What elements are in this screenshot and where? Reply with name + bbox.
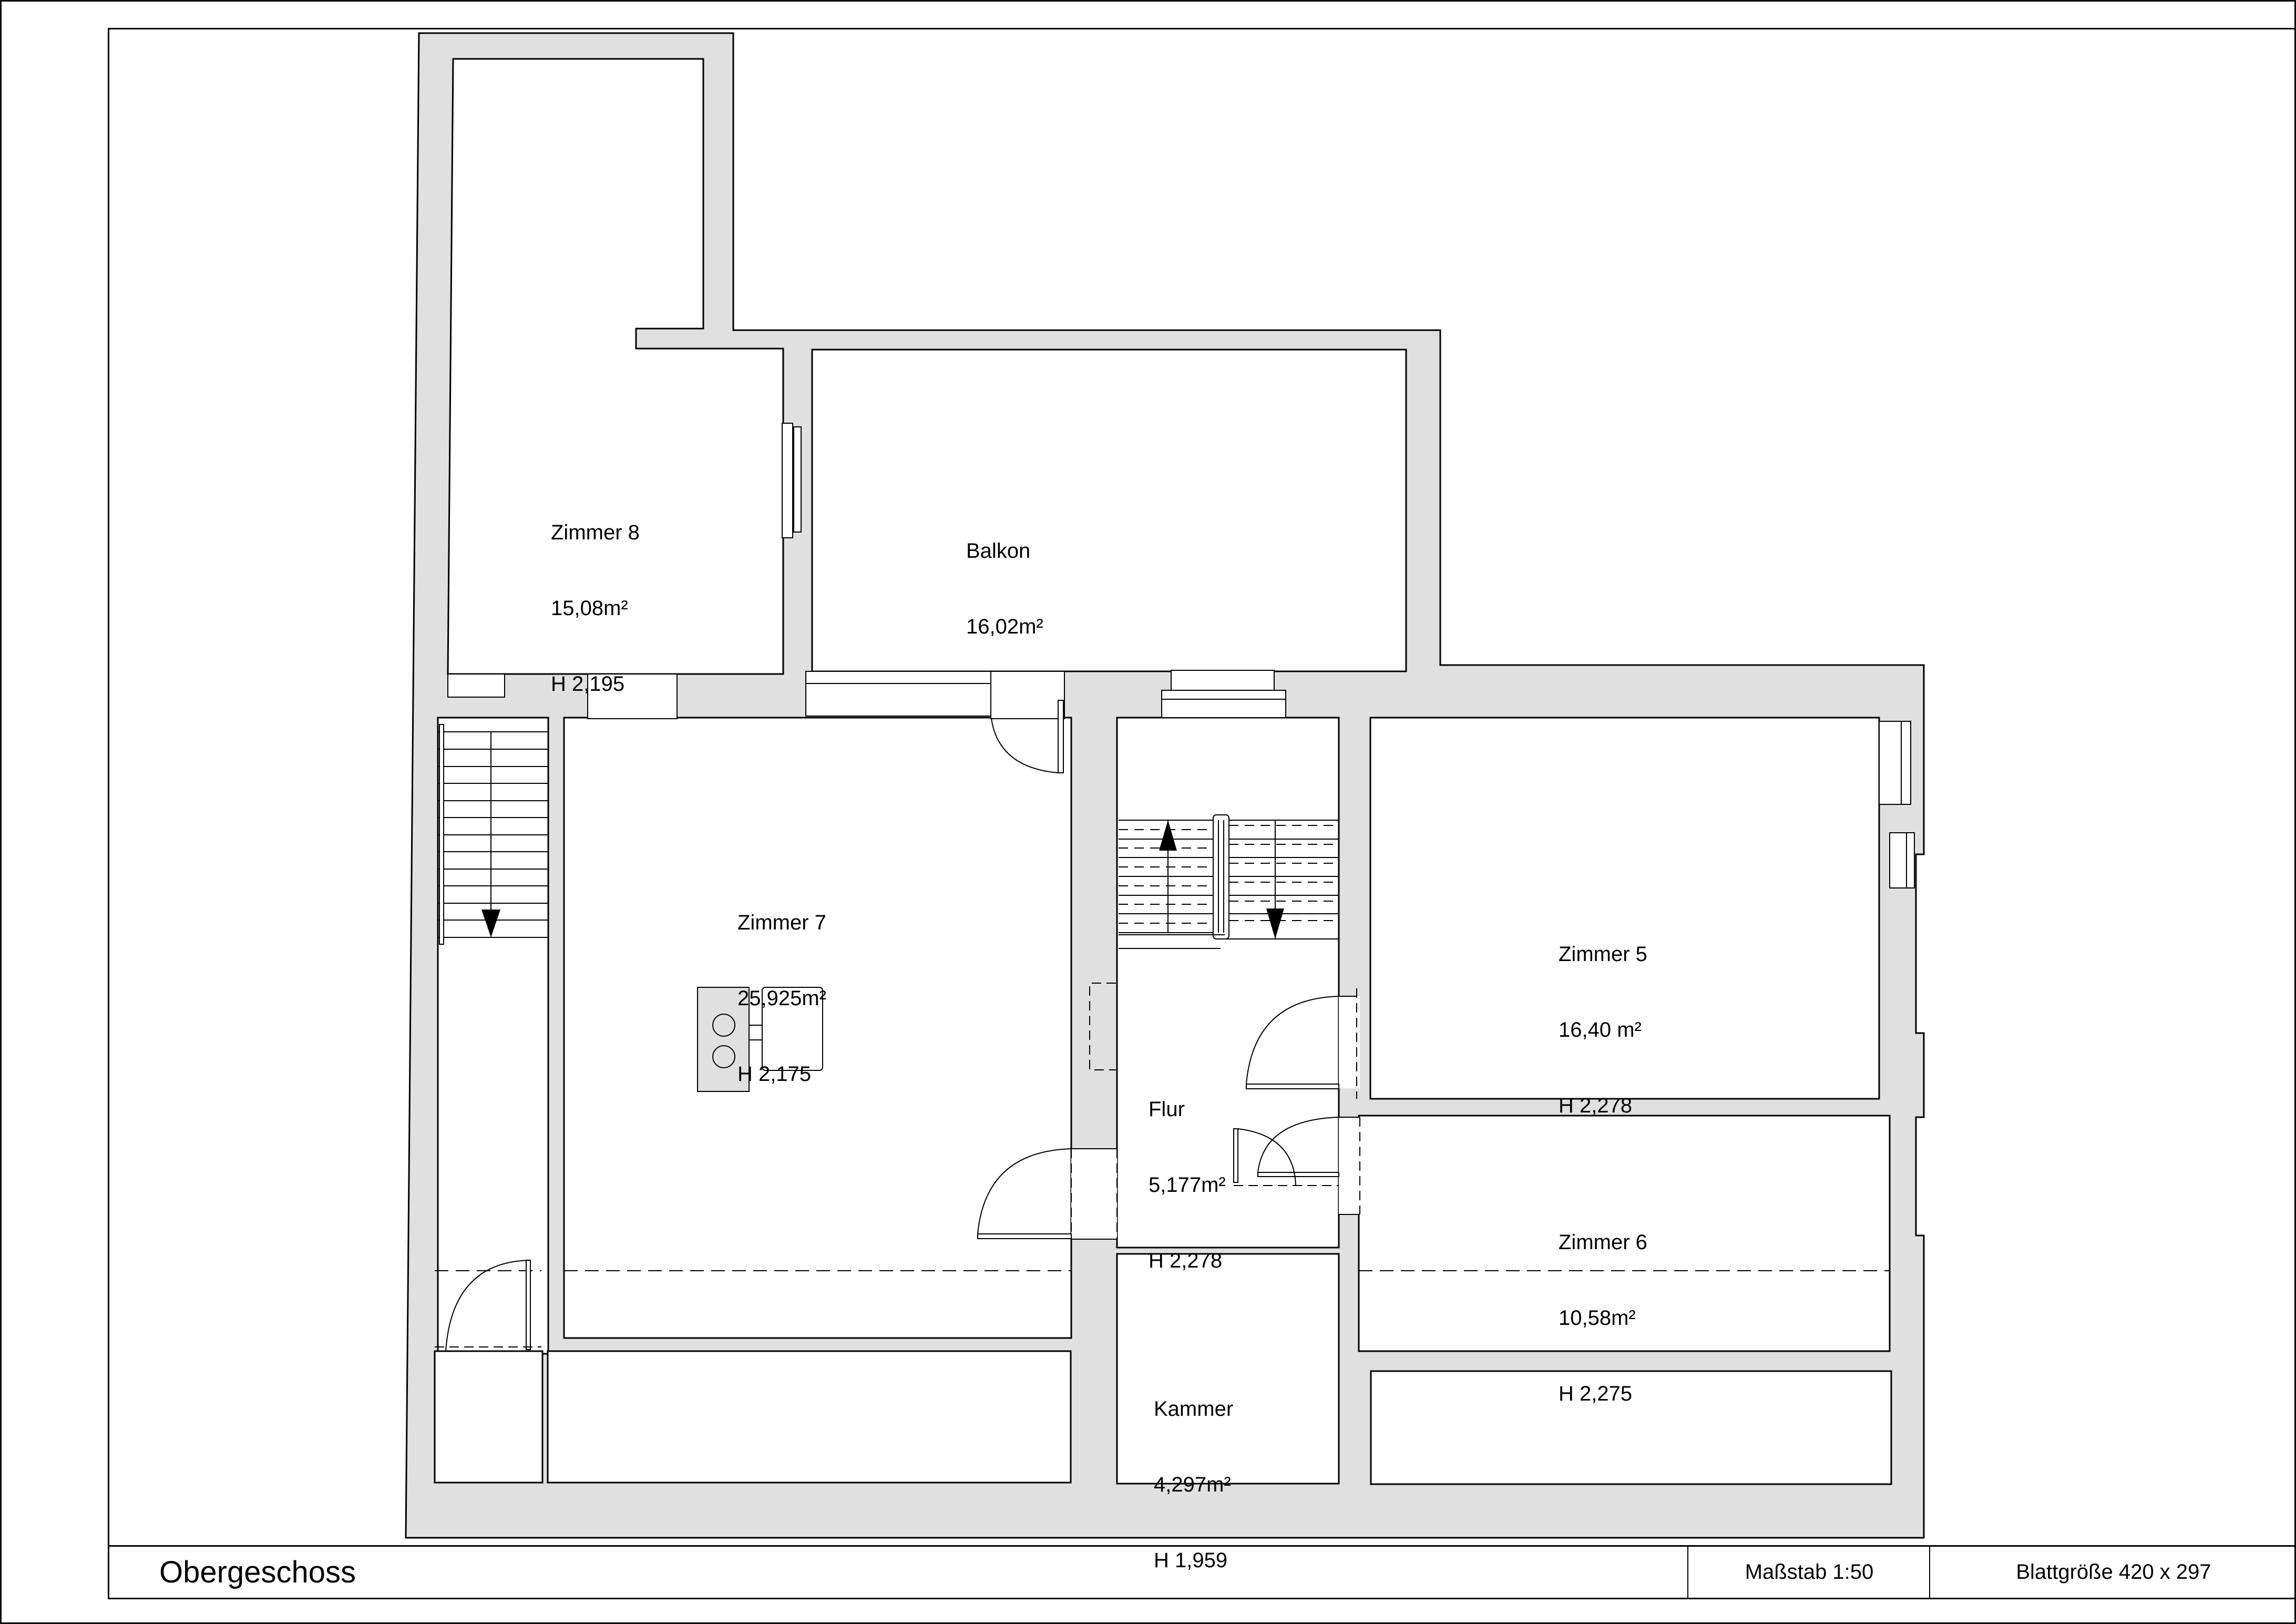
room-height: H 2,195: [551, 672, 625, 696]
door-zimmer6-opening: [1339, 1117, 1360, 1214]
balcony-door-pane: [793, 426, 802, 533]
door-zimmer5-leaf: [1246, 1084, 1339, 1089]
room-flur: [1116, 717, 1340, 1249]
room-height: H 1,959: [1154, 1549, 1228, 1572]
door-storage-swing: [445, 1260, 531, 1352]
stair-left-treads: [438, 731, 548, 938]
room-kammer: [1116, 1253, 1340, 1485]
room-zimmer-8: [447, 58, 784, 675]
room-name: Balkon: [966, 539, 1031, 563]
stair-center-handrail: [1213, 814, 1229, 939]
door-zimmer7-swing: [977, 1148, 1072, 1234]
stove-icon: [697, 987, 762, 1092]
title-block: Obergeschoss Maßstab 1:50 Blattgröße 420…: [108, 1545, 2296, 1599]
door-zimmer5-swing: [1246, 996, 1339, 1085]
room-name: Flur: [1149, 1098, 1185, 1121]
drawing-scale: Maßstab 1:50: [1687, 1547, 1930, 1598]
room-height: H 2,275: [1559, 1382, 1633, 1405]
balcony-sill: [805, 671, 991, 717]
label-zimmer-7: Zimmer 7 25,925m² H 2,175: [737, 860, 826, 1112]
sheet-size: Blattgröße 420 x 297: [1929, 1547, 2296, 1598]
room-zimmer-6: [1358, 1115, 1891, 1352]
drawing-title: Obergeschoss: [159, 1555, 356, 1589]
stair-left-handrail: [439, 724, 444, 945]
room-name: Zimmer 7: [737, 911, 826, 934]
opening-stair-lintel: [1161, 690, 1286, 718]
room-name: Zimmer 8: [551, 521, 640, 544]
opening-zimmer8-to-z7: [587, 673, 678, 719]
stair-center-arrow-up-icon: [1159, 820, 1177, 851]
label-kammer: Kammer 4,297m² H 1,959: [1154, 1346, 1233, 1598]
room-zimmer-5: [1369, 717, 1880, 1100]
opening-stair-top: [1171, 670, 1275, 691]
balcony-door-leaf: [1058, 700, 1064, 773]
room-height: H 2,278: [1149, 1249, 1223, 1272]
table-icon: [762, 987, 823, 1071]
storage-bottom-right: [1370, 1370, 1892, 1485]
label-zimmer-8: Zimmer 8 15,08m² H 2,195: [551, 469, 640, 722]
balcony-door-swing: [991, 718, 1059, 773]
room-name: Zimmer 6: [1559, 1231, 1647, 1254]
room-area: 25,925m²: [737, 987, 826, 1010]
room-height: H 2,175: [737, 1063, 812, 1086]
window-zimmer6: [1889, 832, 1915, 888]
room-balkon: [811, 349, 1407, 672]
room-area: 16,40 m²: [1559, 1018, 1642, 1041]
door-zimmer7-opening: [1071, 1149, 1117, 1239]
window-zimmer5: [1879, 721, 1911, 805]
room-name: Kammer: [1154, 1397, 1234, 1421]
door-zimmer6-swing: [1257, 1117, 1339, 1173]
label-flur: Flur 5,177m² H 2,278: [1149, 1046, 1226, 1299]
room-area: 16,02m²: [966, 615, 1043, 638]
label-balkon: Balkon 16,02m²: [966, 488, 1043, 665]
door-zimmer7-leaf: [977, 1233, 1072, 1239]
label-zimmer-6: Zimmer 6 10,58m² H 2,275: [1559, 1179, 1647, 1432]
opening-zimmer8-bottom: [447, 673, 505, 698]
flur-niche-dashed: [1089, 983, 1116, 1070]
room-area: 15,08m²: [551, 597, 628, 620]
drawing-frame: [108, 28, 2296, 1598]
storage-bottom-middle: [547, 1350, 1072, 1484]
door-kammer-leaf: [1233, 1128, 1238, 1183]
balcony-door-frame: [782, 423, 793, 538]
label-zimmer-5: Zimmer 5 16,40 m² H 2,278: [1559, 891, 1647, 1143]
stair-left-arrow-down-icon: [481, 910, 500, 937]
room-height: H 2,278: [1559, 1094, 1633, 1117]
stair-center-treads: [1119, 820, 1339, 949]
storage-bottom-left: [434, 1350, 544, 1484]
room-area: 4,297m²: [1154, 1473, 1231, 1496]
door-kammer-swing: [1237, 1128, 1296, 1186]
room-area: 10,58m²: [1559, 1306, 1636, 1330]
stair-left-well: [437, 717, 549, 1355]
stair-center-dashed-lines: [1119, 825, 1339, 924]
stair-center-arrow-down-icon: [1266, 908, 1284, 939]
door-storage-leaf: [526, 1260, 531, 1350]
room-area: 5,177m²: [1149, 1173, 1226, 1197]
balcony-door-opening: [990, 671, 1065, 719]
room-name: Zimmer 5: [1559, 943, 1647, 966]
door-zimmer6-leaf: [1257, 1172, 1339, 1177]
